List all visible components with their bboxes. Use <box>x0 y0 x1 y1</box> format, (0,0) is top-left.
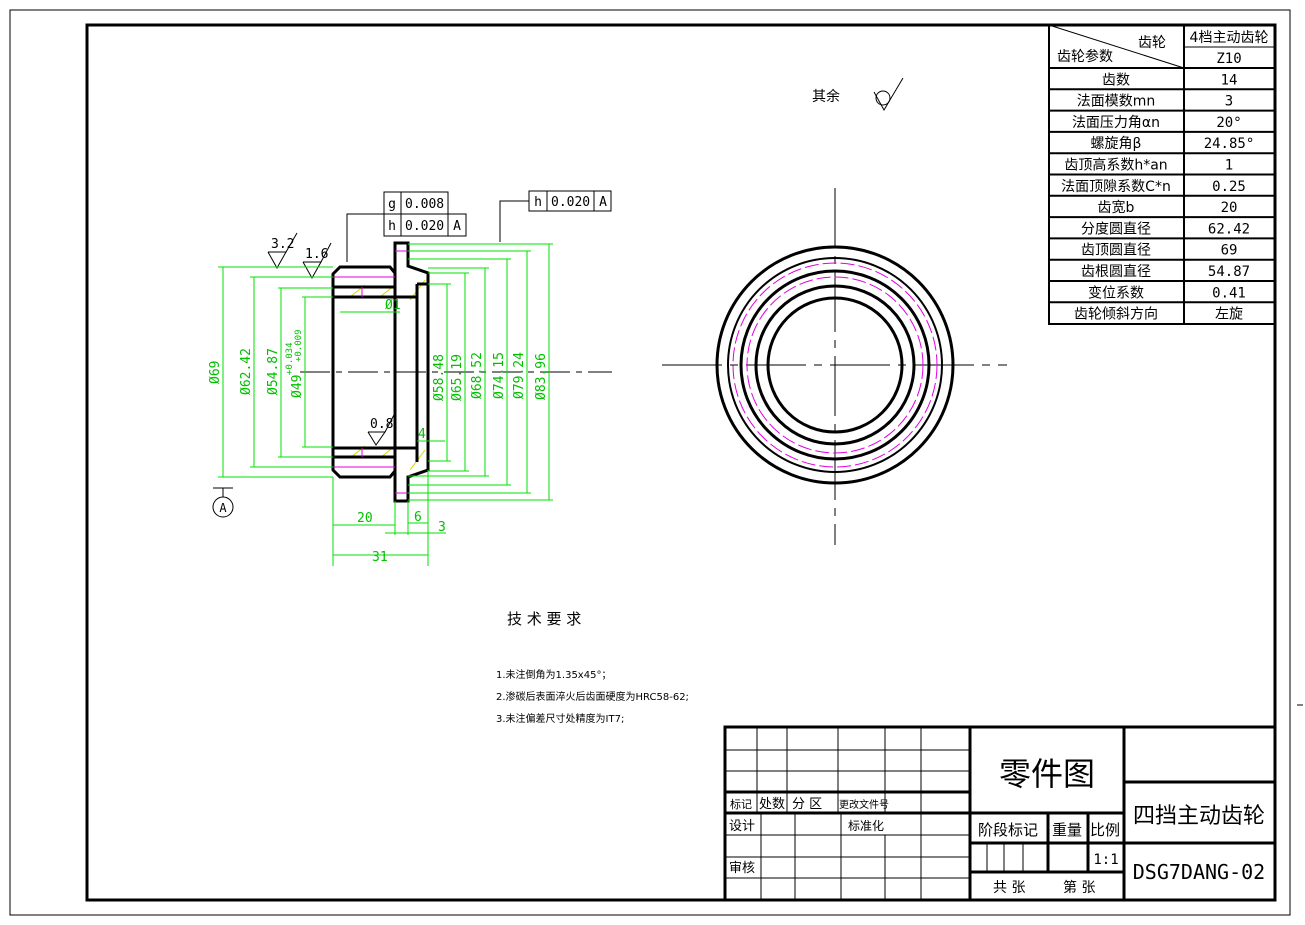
param-label: 分度圆直径 <box>1081 220 1151 237</box>
tb-design: 设计 <box>729 819 755 834</box>
tb-scale: 1:1 <box>1093 852 1118 868</box>
param-value: 3 <box>1225 94 1233 110</box>
dim-d49-tol-lower: +0.009 <box>294 329 304 362</box>
tb-review: 审核 <box>729 861 755 876</box>
param-label: 齿根圆直径 <box>1081 263 1151 280</box>
dim-d5848: Ø58.48 <box>432 354 447 401</box>
dimension-lines: Ø69 Ø62.42 Ø54.87 Ø49 +0.034 +0.009 Ø58.… <box>208 243 553 566</box>
dim-d6519: Ø65.19 <box>450 354 465 401</box>
param-label: 法面模数mn <box>1077 94 1156 110</box>
tb-stage: 阶段标记 <box>978 821 1038 839</box>
param-value: 20 <box>1221 200 1238 216</box>
param-label: 法面顶隙系数C*n <box>1061 179 1171 195</box>
param-value: 54.87 <box>1208 264 1250 280</box>
param-value: 0.25 <box>1212 179 1246 195</box>
roughness-3-2: 3.2 <box>267 232 298 270</box>
dim-w3: 3 <box>438 520 446 535</box>
tol-symbol: h <box>388 219 396 234</box>
technical-requirements: 技 术 要 求 1.未注倒角为1.35x45°； 2.渗碳后表面淬火后齿面硬度为… <box>496 610 689 725</box>
tol-symbol: g <box>388 197 396 212</box>
tech-req-title: 技 术 要 求 <box>507 610 581 628</box>
roughness-value: 3.2 <box>271 237 294 252</box>
tb-sheet-no: 第 张 <box>1063 879 1095 896</box>
roughness-0-8: 0.8 <box>367 412 396 446</box>
dim-w6: 6 <box>414 510 422 525</box>
param-value: 0.41 <box>1212 285 1246 301</box>
tol-value: 0.020 <box>551 195 590 210</box>
title-block: 标记 处数 分 区 更改文件号 设计 标准化 审核 零件图 阶段标记 重量 比例… <box>723 725 1277 902</box>
table-header-gear: 齿轮 <box>1138 35 1166 51</box>
dim-d6852: Ø68.52 <box>470 352 485 399</box>
tb-zone: 分 区 <box>792 797 822 812</box>
param-value: 62.42 <box>1208 221 1250 237</box>
roughness-symbol-icon <box>873 77 904 112</box>
table-gear-name: 4档主动齿轮 <box>1190 30 1269 46</box>
tech-req-item: 2.渗碳后表面淬火后齿面硬度为HRC58-62; <box>496 690 689 703</box>
param-value: 69 <box>1221 243 1238 259</box>
tolerance-frame-2: h 0.020 A <box>499 190 612 242</box>
tb-scale-label: 比例 <box>1090 821 1120 839</box>
dim-d69: Ø69 <box>208 361 223 384</box>
dim-w4: 4 <box>418 427 426 442</box>
param-value: 1 <box>1225 158 1233 174</box>
dim-w31: 31 <box>372 550 388 565</box>
param-label: 变位系数 <box>1088 285 1144 301</box>
roughness-value: 1.6 <box>305 247 328 262</box>
param-label: 螺旋角β <box>1091 136 1142 152</box>
param-label: 齿轮倾斜方向 <box>1074 307 1158 323</box>
tol-datum: A <box>599 195 607 210</box>
tol-value: 0.020 <box>405 219 444 234</box>
param-value: 14 <box>1221 72 1238 88</box>
tech-req-item: 1.未注倒角为1.35x45°； <box>496 668 611 681</box>
dim-d8396: Ø83.96 <box>534 353 549 400</box>
outer-border <box>9 9 1291 916</box>
tol-value: 0.008 <box>405 197 444 212</box>
param-value: 24.85° <box>1204 136 1255 152</box>
param-label: 法面压力角αn <box>1072 115 1160 131</box>
dim-d49: Ø49 <box>290 375 305 398</box>
inner-frame <box>85 23 1277 902</box>
side-view <box>662 188 1007 545</box>
tol-datum: A <box>453 219 461 234</box>
tol-symbol: h <box>534 195 542 210</box>
dim-hole: Ø1 <box>385 298 401 313</box>
dim-d5487: Ø54.87 <box>266 348 281 395</box>
datum-label: A <box>219 501 227 515</box>
surface-note-label: 其余 <box>812 88 840 105</box>
tb-drawing-no: DSG7DANG-02 <box>1133 860 1265 884</box>
dim-d6242: Ø62.42 <box>239 348 254 395</box>
param-value: Z10 <box>1216 51 1241 67</box>
datum-a-symbol: A <box>212 487 234 518</box>
param-value: 左旋 <box>1215 307 1243 323</box>
dim-d7415: Ø74.15 <box>492 352 507 399</box>
gear-parameter-table: 齿轮 齿轮参数 4档主动齿轮 Z10 齿数 14 法面模数mn 3 法面压力角αn 20° 螺… <box>1048 24 1276 325</box>
tb-mark: 标记 <box>730 797 752 811</box>
param-label: 齿顶高系数h*an <box>1064 157 1167 174</box>
param-label: 齿宽b <box>1098 199 1135 216</box>
tech-req-item: 3.未注偏差尺寸处精度为IT7; <box>496 712 624 725</box>
tb-doc-no: 更改文件号 <box>839 798 889 811</box>
section-view <box>300 241 612 503</box>
tb-drawing-type: 零件图 <box>999 755 1095 793</box>
tb-count: 处数 <box>759 797 785 812</box>
tb-standard: 标准化 <box>848 819 884 833</box>
roughness-value: 0.8 <box>370 417 393 432</box>
tb-sheets: 共 张 <box>993 880 1025 896</box>
param-label: 齿数 <box>1102 72 1130 88</box>
dim-w20: 20 <box>357 511 373 526</box>
tolerance-frame-1: g 0.008 h 0.020 A <box>346 191 467 262</box>
param-value: 20° <box>1216 115 1241 131</box>
dim-d49-tol-upper: +0.034 <box>285 342 295 375</box>
param-label: 齿顶圆直径 <box>1081 242 1151 259</box>
roughness-1-6: 1.6 <box>302 242 332 280</box>
tb-weight: 重量 <box>1052 821 1082 839</box>
dim-d7924: Ø79.24 <box>512 352 527 399</box>
tb-part-name: 四挡主动齿轮 <box>1133 804 1265 829</box>
table-header-params: 齿轮参数 <box>1057 48 1113 65</box>
